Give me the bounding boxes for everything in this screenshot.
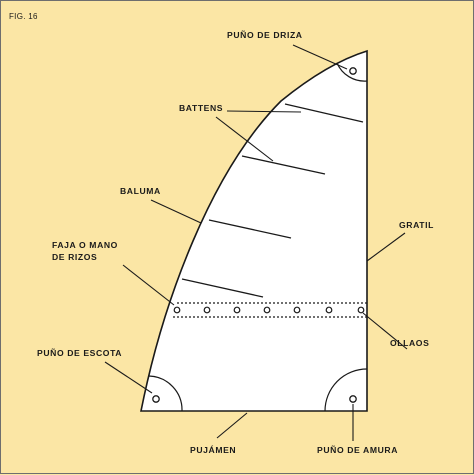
leader-pujamen — [216, 412, 248, 439]
label-ollaos: OLLAOS — [390, 338, 429, 348]
figure-label: FIG. 16 — [9, 12, 38, 21]
label-faja-line-2: DE RIZOS — [52, 252, 97, 262]
label-pujamen: PUJÁMEN — [190, 445, 236, 455]
eyelet — [263, 306, 271, 314]
leader-battens-2 — [215, 116, 274, 162]
eyelet — [203, 306, 211, 314]
label-gratil: GRATIL — [399, 220, 434, 230]
leader-lines — [104, 44, 408, 441]
sail-shape — [140, 49, 368, 412]
leader-ollaos — [362, 312, 408, 350]
leader-battens-1 — [226, 110, 302, 113]
eyelet — [233, 306, 241, 314]
tack-grommet — [349, 395, 357, 403]
batten — [208, 219, 292, 239]
label-baluma: BALUMA — [120, 186, 161, 196]
tack-patch — [324, 368, 368, 412]
leader-escota — [104, 361, 153, 394]
leader-head — [292, 44, 348, 70]
label-puno-de-driza: PUÑO DE DRIZA — [227, 30, 303, 40]
batten — [241, 155, 326, 175]
label-puno-de-amura: PUÑO DE AMURA — [317, 445, 398, 455]
head-patch — [336, 62, 368, 82]
eyelet — [357, 306, 365, 314]
battens — [181, 103, 364, 298]
eyelet — [325, 306, 333, 314]
head-grommet — [349, 67, 357, 75]
batten — [181, 278, 264, 298]
label-puno-de-escota: PUÑO DE ESCOTA — [37, 348, 122, 358]
reef-eyelets — [173, 306, 365, 314]
eyelet — [173, 306, 181, 314]
clew-patch — [148, 375, 183, 412]
label-faja-line-1: FAJA O MANO — [52, 240, 118, 250]
eyelet — [293, 306, 301, 314]
leader-faja — [122, 264, 175, 306]
leader-baluma — [150, 199, 202, 224]
batten — [284, 103, 364, 123]
leader-gratil — [366, 232, 406, 262]
label-battens: BATTENS — [179, 103, 223, 113]
clew-grommet — [152, 395, 160, 403]
